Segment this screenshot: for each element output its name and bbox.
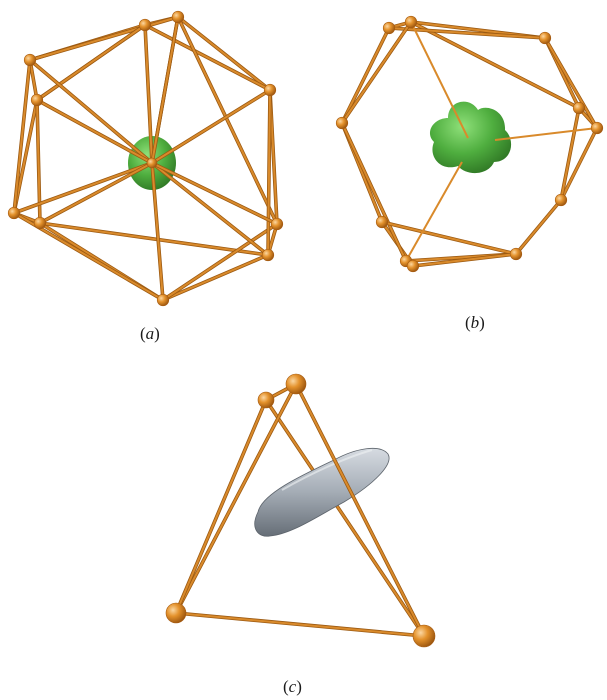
atom	[7, 206, 21, 220]
atom	[382, 21, 396, 35]
bond	[144, 24, 153, 164]
bond	[29, 59, 153, 164]
panel-b-bonds	[340, 20, 599, 268]
bond	[560, 127, 598, 201]
bond	[410, 21, 469, 139]
bond	[151, 162, 278, 225]
atom	[261, 248, 275, 262]
atom	[554, 193, 568, 207]
panel-c-front-bonds	[174, 382, 426, 638]
panel-a-atoms	[7, 10, 284, 307]
bond	[410, 21, 580, 109]
bond	[412, 253, 517, 267]
panel-a-front-bonds	[12, 15, 279, 302]
atom	[404, 15, 418, 29]
panel-label-b: (b)	[465, 313, 485, 333]
bond	[144, 24, 271, 91]
atom	[138, 18, 152, 32]
atom	[572, 101, 586, 115]
atom	[165, 602, 187, 624]
bond	[177, 16, 271, 91]
atom	[23, 53, 37, 67]
bond	[13, 59, 31, 214]
bond	[175, 612, 425, 637]
panel-c-back-bonds	[174, 382, 426, 638]
bond	[560, 107, 580, 201]
bond	[13, 162, 153, 214]
bond	[162, 254, 269, 301]
label-c-open: (	[283, 677, 289, 696]
panel-c-tetrahedron	[165, 373, 436, 648]
label-a-letter: a	[145, 324, 155, 343]
bond	[151, 162, 164, 301]
bond	[36, 24, 146, 101]
bond	[515, 199, 562, 255]
bond	[36, 99, 153, 164]
bond	[544, 37, 598, 129]
panel-label-c: (c)	[283, 677, 302, 697]
bond	[381, 221, 517, 255]
bond	[162, 223, 278, 301]
bond	[341, 27, 390, 124]
bond	[29, 16, 179, 61]
atom	[335, 116, 349, 130]
bond	[175, 383, 297, 614]
bond	[29, 59, 38, 101]
panel-b-atoms	[335, 15, 604, 273]
bond	[341, 21, 412, 124]
atom	[263, 83, 277, 97]
atom	[30, 93, 44, 107]
atom	[146, 157, 158, 169]
atom	[375, 215, 389, 229]
atom	[509, 247, 523, 261]
bond	[267, 89, 271, 256]
label-b-open: (	[465, 313, 471, 332]
bond	[39, 162, 153, 224]
atom	[406, 259, 420, 273]
label-a-close: )	[154, 324, 160, 343]
panel-c-grey-isosurface	[254, 447, 390, 537]
label-c-letter: c	[288, 677, 297, 696]
label-a-open: (	[140, 324, 146, 343]
bond	[341, 122, 407, 262]
panel-b-cage	[335, 15, 604, 273]
bond	[39, 222, 269, 256]
atom	[156, 293, 170, 307]
bond	[177, 16, 278, 225]
panel-label-a: (a)	[140, 324, 160, 344]
atom	[171, 10, 185, 24]
bond	[151, 162, 269, 256]
atom	[33, 216, 47, 230]
atom	[590, 121, 604, 135]
panel-b-front-bonds	[405, 21, 598, 262]
bond	[151, 89, 271, 164]
atom	[538, 31, 552, 45]
panel-a-bonds	[12, 15, 279, 302]
bond	[13, 99, 38, 214]
label-b-close: )	[479, 313, 485, 332]
panel-b-green-isosurface	[429, 101, 512, 174]
bond	[405, 161, 463, 262]
atom	[285, 373, 307, 395]
bond	[494, 127, 598, 141]
label-b-letter: b	[470, 313, 480, 332]
bond	[175, 399, 267, 614]
panel-a-icosahedron	[7, 10, 284, 307]
atom	[257, 391, 275, 409]
bond	[265, 399, 425, 637]
atom	[270, 217, 284, 231]
bond	[151, 16, 179, 164]
label-c-close: )	[296, 677, 302, 696]
panel-c-atoms	[165, 373, 436, 648]
bond	[295, 383, 425, 637]
atom	[412, 624, 436, 648]
